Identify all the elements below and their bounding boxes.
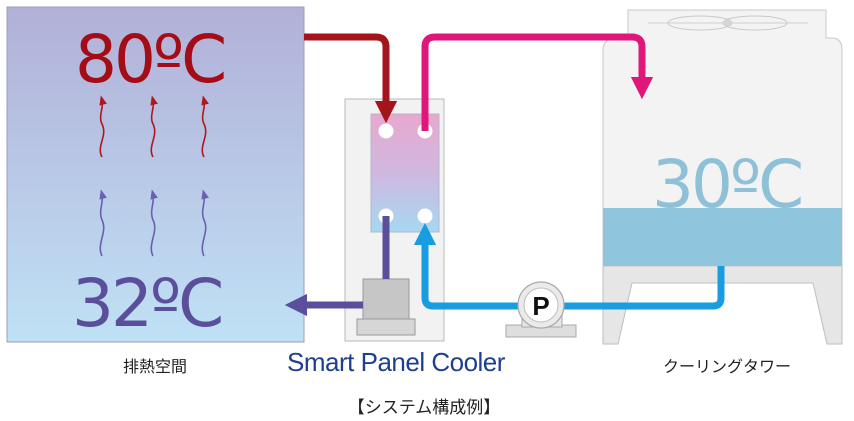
pump-icon: P xyxy=(505,281,577,338)
port-blue-in xyxy=(417,208,433,224)
pink-pipe xyxy=(421,33,654,131)
heat-rise-arrow-icon xyxy=(99,95,107,158)
cooling-tower-label: クーリングタワー xyxy=(663,357,791,376)
cool-rise-arrow-icon xyxy=(150,189,158,257)
hot-pipe xyxy=(304,33,398,124)
cool-temp-label: 32ºC xyxy=(72,265,221,342)
cooler-fan-unit xyxy=(362,278,410,320)
cooling-tower: 30ºC xyxy=(602,9,843,345)
cooler-fan-base xyxy=(356,318,416,336)
blue-pipe xyxy=(413,222,725,310)
figure-caption: 【システム構成例】 xyxy=(348,398,501,418)
panel-cooler-unit xyxy=(344,98,445,342)
port-hot-in xyxy=(378,123,394,139)
fan-icon xyxy=(648,15,808,31)
exhaust-space-box xyxy=(6,6,305,343)
hot-temp-label: 80ºC xyxy=(75,21,224,98)
heat-rise-arrow-icon xyxy=(201,95,209,158)
cool-rise-arrow-icon xyxy=(99,189,107,257)
pump-letter: P xyxy=(532,291,549,321)
exhaust-space-label: 排熱空間 xyxy=(123,357,187,376)
cool-rise-arrow-icon xyxy=(201,189,209,257)
exhaust-space: 80ºC 32ºC xyxy=(6,6,305,343)
tower-body xyxy=(602,9,843,267)
tower-water xyxy=(603,208,842,266)
heat-rise-arrow-icon xyxy=(150,95,158,158)
tower-water-temp: 30ºC xyxy=(652,146,801,223)
product-brand-label: Smart Panel Cooler xyxy=(287,347,506,377)
